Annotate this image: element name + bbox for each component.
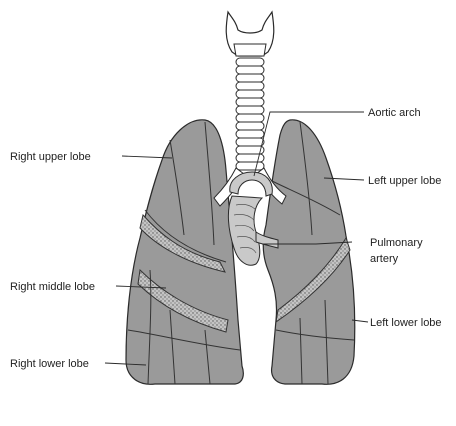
larynx-cartilage: [234, 44, 266, 56]
label-aortic-arch: Aortic arch: [368, 107, 421, 119]
label-pulmonary-line1: Pulmonary: [370, 237, 423, 249]
label-right-middle-lobe: Right middle lobe: [10, 281, 95, 293]
label-right-lower-lobe: Right lower lobe: [10, 358, 89, 370]
label-left-lower-lobe: Left lower lobe: [370, 317, 442, 329]
left-lung: [263, 120, 355, 384]
right-lung: [126, 120, 243, 384]
label-pulmonary-line2: artery: [370, 253, 399, 265]
label-right-upper-lobe: Right upper lobe: [10, 151, 91, 163]
label-left-upper-lobe: Left upper lobe: [368, 175, 441, 187]
